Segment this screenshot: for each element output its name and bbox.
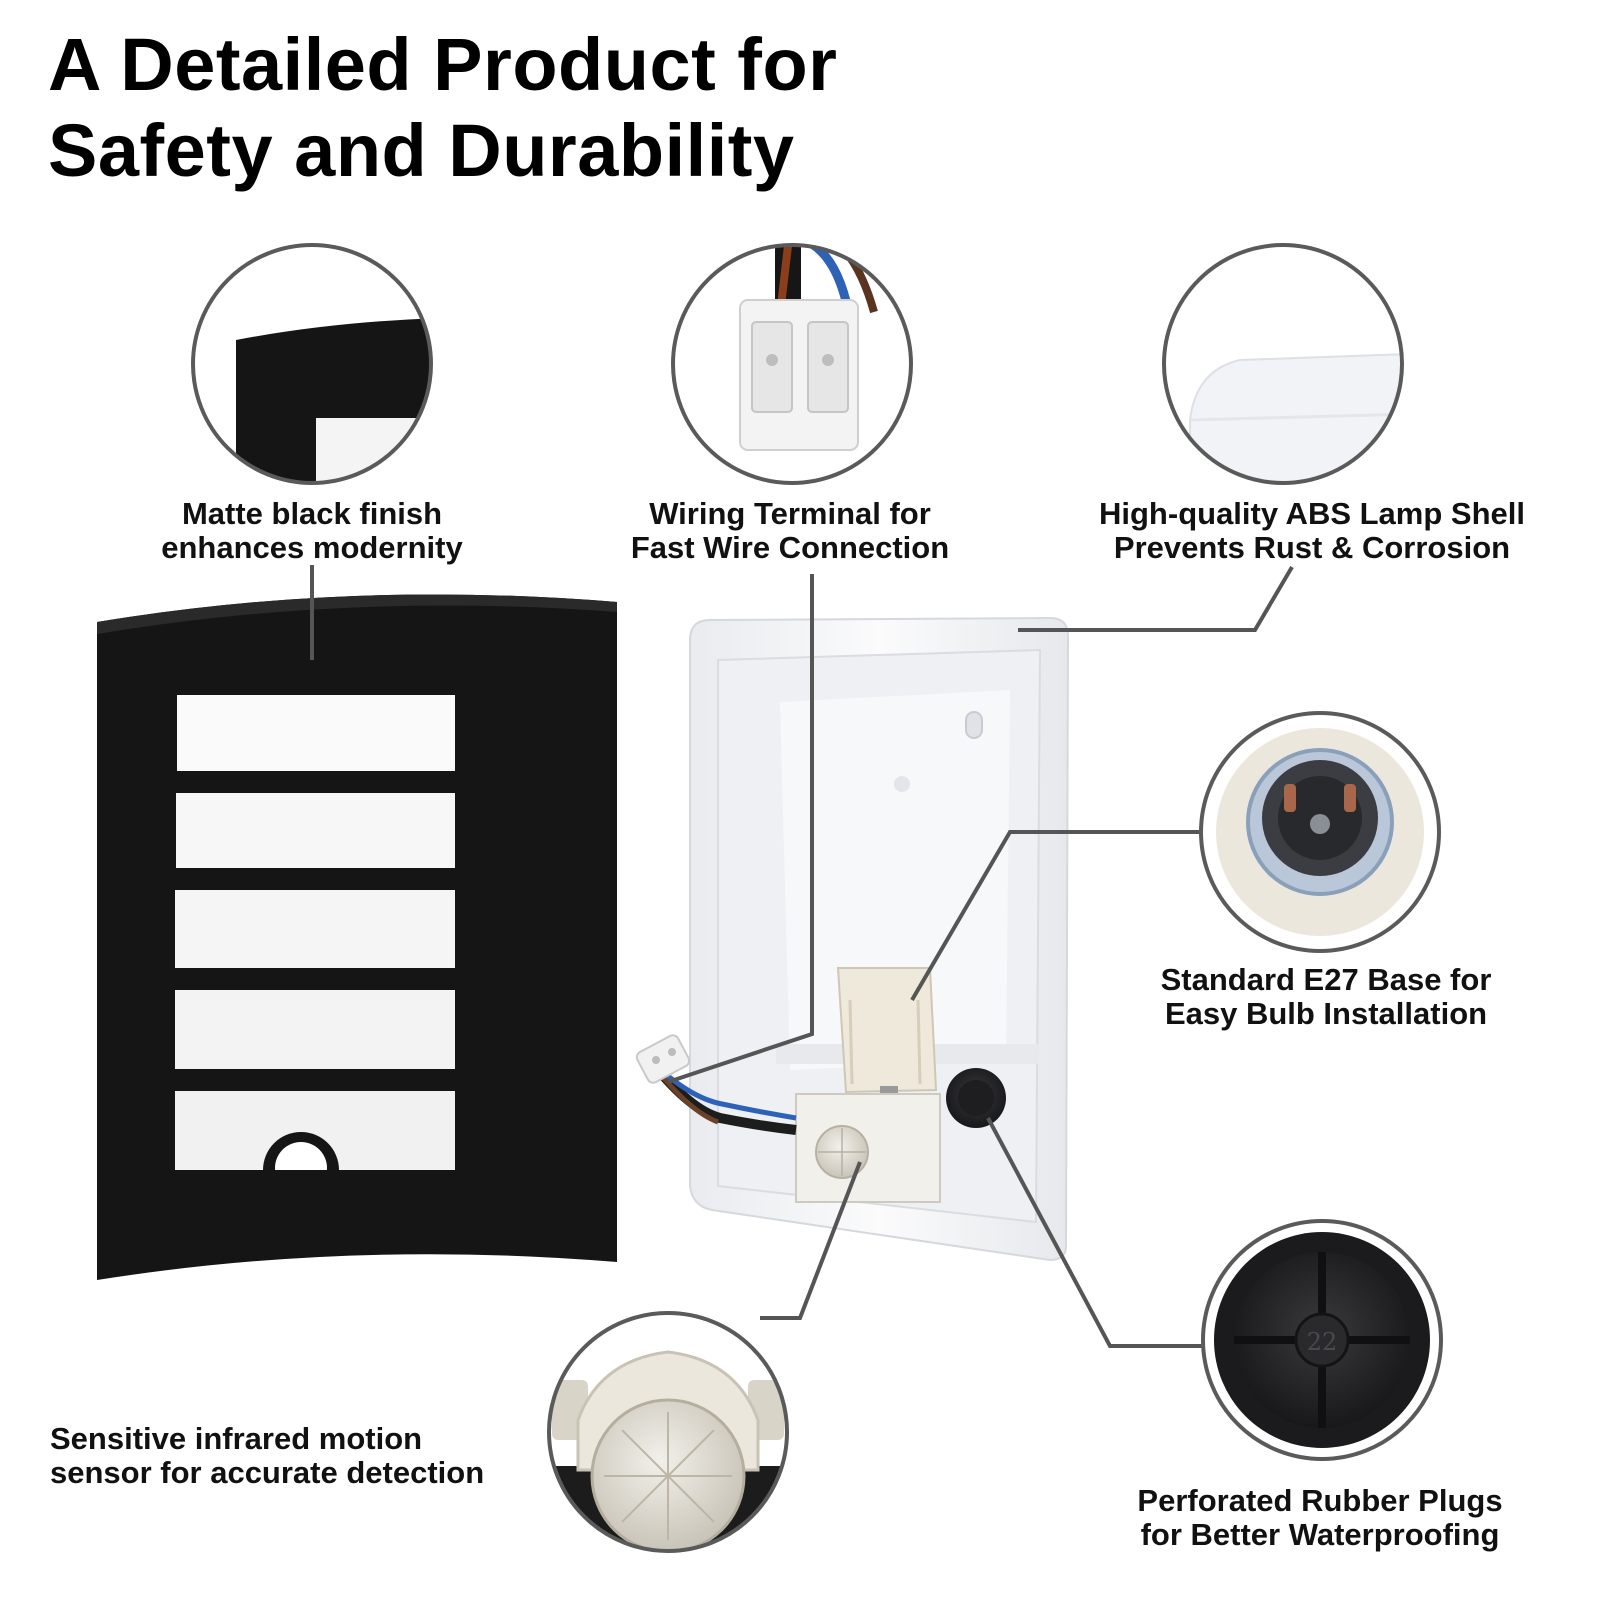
callout-line-plug	[986, 1117, 1203, 1348]
caption-terminal-line-1: Wiring Terminal for	[649, 496, 931, 531]
lamp-slot	[175, 890, 455, 968]
callout-line-shell	[1018, 565, 1294, 632]
black-panel-corner-icon	[191, 243, 433, 485]
caption-finish-line-1: Matte black finish	[181, 496, 443, 531]
caption-shell: High-quality ABS Lamp Shell Prevents Rus…	[1066, 497, 1558, 565]
callout-lines	[310, 565, 1294, 1348]
e27-socket-icon	[1199, 711, 1441, 953]
lamp-slot	[177, 695, 455, 771]
caption-finish: Matte black finish enhances modernity	[148, 497, 476, 565]
caption-finish-line-2: enhances modernity	[161, 530, 463, 565]
caption-base-line-1: Standard E27 Base for	[1160, 962, 1492, 997]
caption-plug: Perforated Rubber Plugs for Better Water…	[1120, 1484, 1520, 1552]
caption-base-line-2: Easy Bulb Installation	[1164, 996, 1488, 1031]
abs-shell-corner-icon	[1162, 243, 1404, 485]
lamp-slot	[176, 793, 455, 868]
pir-sensor-icon	[547, 1311, 789, 1553]
page-title: A Detailed Product for Safety and Durabi…	[48, 22, 837, 194]
caption-plug-line-2: for Better Waterproofing	[1140, 1517, 1500, 1552]
caption-sensor-line-2: sensor for accurate detection	[50, 1455, 485, 1490]
rubber-plug-icon: 22	[1201, 1219, 1443, 1461]
caption-plug-line-1: Perforated Rubber Plugs	[1137, 1483, 1503, 1518]
plug-marking: 22	[1307, 1328, 1338, 1356]
caption-terminal: Wiring Terminal for Fast Wire Connection	[610, 497, 970, 565]
callout-line-sensor	[760, 1161, 862, 1320]
caption-shell-line-1: High-quality ABS Lamp Shell	[1099, 496, 1525, 531]
title-line-1: A Detailed Product for	[48, 23, 838, 106]
caption-terminal-line-2: Fast Wire Connection	[630, 530, 950, 565]
lamp-slot	[175, 990, 455, 1069]
caption-sensor: Sensitive infrared motion sensor for acc…	[50, 1422, 530, 1490]
white-lamp-shell	[635, 616, 1070, 1262]
caption-base: Standard E27 Base for Easy Bulb Installa…	[1140, 963, 1512, 1031]
black-lamp-cover	[97, 594, 617, 1280]
callout-line-terminal	[667, 574, 814, 1084]
title-line-2: Safety and Durability	[48, 109, 795, 192]
callout-line-base	[910, 830, 1210, 1002]
caption-sensor-line-1: Sensitive infrared motion	[50, 1421, 423, 1456]
caption-shell-line-2: Prevents Rust & Corrosion	[1113, 530, 1511, 565]
wiring-terminal-icon	[671, 243, 913, 485]
